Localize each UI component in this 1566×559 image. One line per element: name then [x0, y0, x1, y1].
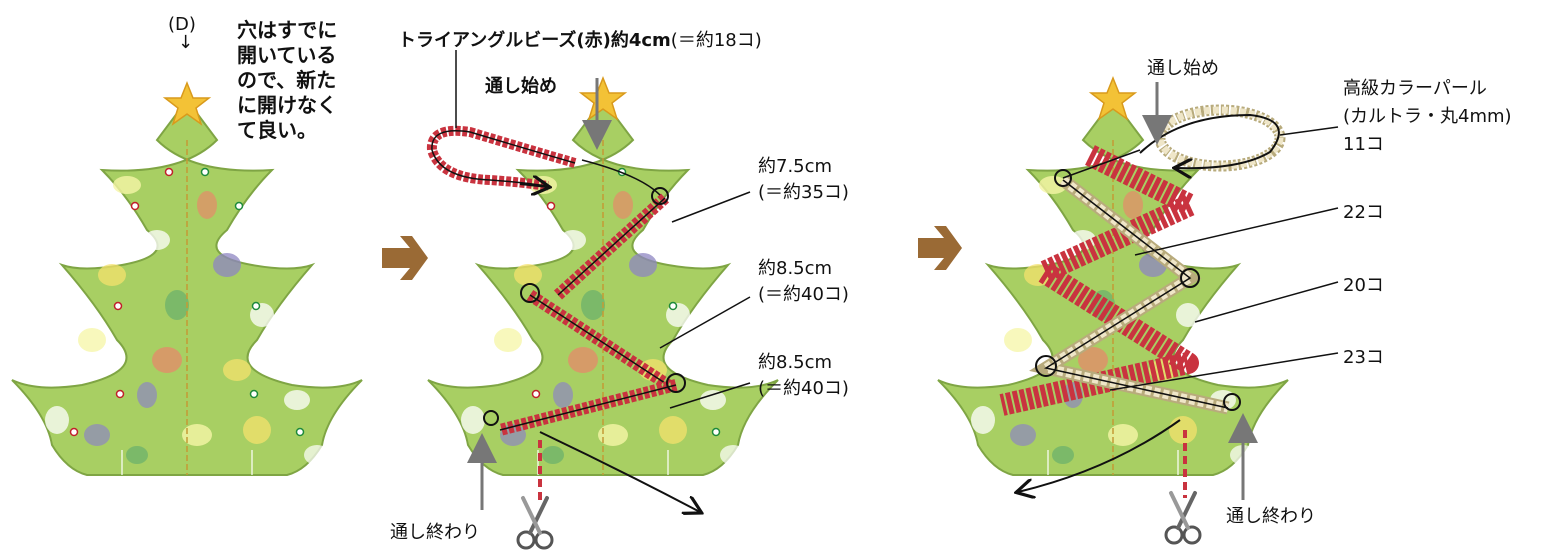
segment-leader-1 [671, 191, 751, 223]
count-leader-3 [1194, 281, 1339, 323]
segment-leader-3 [669, 382, 751, 409]
step-arrow-icon [382, 236, 428, 280]
scissors-icon [1164, 491, 1202, 545]
segment-length: 約8.5cm [758, 258, 833, 279]
note-line: 開いている [237, 43, 337, 67]
marker-arrow: ↓ [178, 32, 194, 53]
panel-1 [12, 82, 362, 475]
segment-length: 約7.5cm [758, 156, 833, 177]
count-leader-2 [1134, 207, 1339, 256]
end-label: 通し終わり [390, 522, 480, 543]
count-leader-1 [1279, 126, 1339, 136]
panel-2 [426, 50, 778, 550]
pearl-strand [1018, 149, 1241, 498]
bead-title-sub: (＝約18コ) [670, 30, 762, 51]
red-bead-loop [426, 125, 577, 187]
start-label: 通し始め [485, 76, 557, 97]
note-line: ので、新た [237, 68, 337, 92]
pearl-count: 23コ [1343, 347, 1384, 368]
note-line: 穴はすでに [237, 18, 338, 42]
tree-icon [12, 82, 362, 475]
pearl-count: 20コ [1343, 275, 1384, 296]
pearl-spec: (カルトラ・丸4mm) [1343, 106, 1512, 127]
marker-label: (D) [168, 14, 196, 35]
segment-count: (＝約35コ) [758, 182, 849, 203]
pearl-count: 11コ [1343, 134, 1384, 155]
scissors-icon [516, 496, 554, 550]
pearl-title: 高級カラーパール [1343, 78, 1487, 99]
segment-length: 約8.5cm [758, 352, 833, 373]
red-bead-band [999, 145, 1201, 416]
pearl-loop [1139, 104, 1286, 168]
panel1-note: 穴はすでに 開いている ので、新た に開けなく て良い。 [237, 18, 367, 143]
count-leader-4 [1109, 352, 1339, 391]
note-line: に開けなく [237, 93, 337, 117]
tree-icon [938, 77, 1288, 475]
step-arrow-icon [918, 226, 962, 270]
note-line: て良い。 [237, 118, 317, 142]
segment-count: (＝約40コ) [758, 284, 849, 305]
end-label: 通し終わり [1226, 506, 1316, 527]
segment-count: (＝約40コ) [758, 378, 849, 399]
bead-title: トライアングルビーズ(赤)約4cm(＝約18コ) [398, 26, 762, 52]
pearl-count: 22コ [1343, 202, 1384, 223]
panel-3 [938, 77, 1339, 545]
red-bead-strand [483, 159, 700, 512]
segment-leader-2 [659, 296, 751, 349]
bead-holes [69, 167, 305, 437]
bead-title-main: トライアングルビーズ(赤)約4cm [398, 30, 671, 51]
start-label: 通し始め [1147, 58, 1219, 79]
